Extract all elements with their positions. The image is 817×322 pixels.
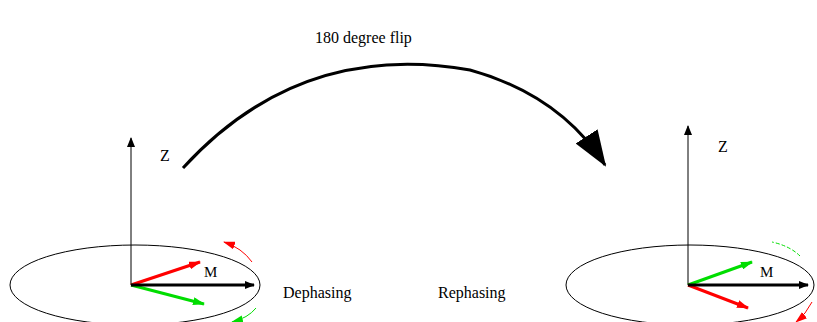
vector-label: M [760,265,773,280]
vector-label: M [204,265,217,280]
axis-label: Z [160,148,170,164]
right-frame [566,126,814,322]
left-frame [10,138,260,322]
flip-arrow [183,64,605,168]
phase-label: Dephasing [283,285,351,301]
phase-label: Rephasing [438,285,506,301]
axis-label: Z [718,139,728,155]
flip-label: 180 degree flip [315,30,412,46]
